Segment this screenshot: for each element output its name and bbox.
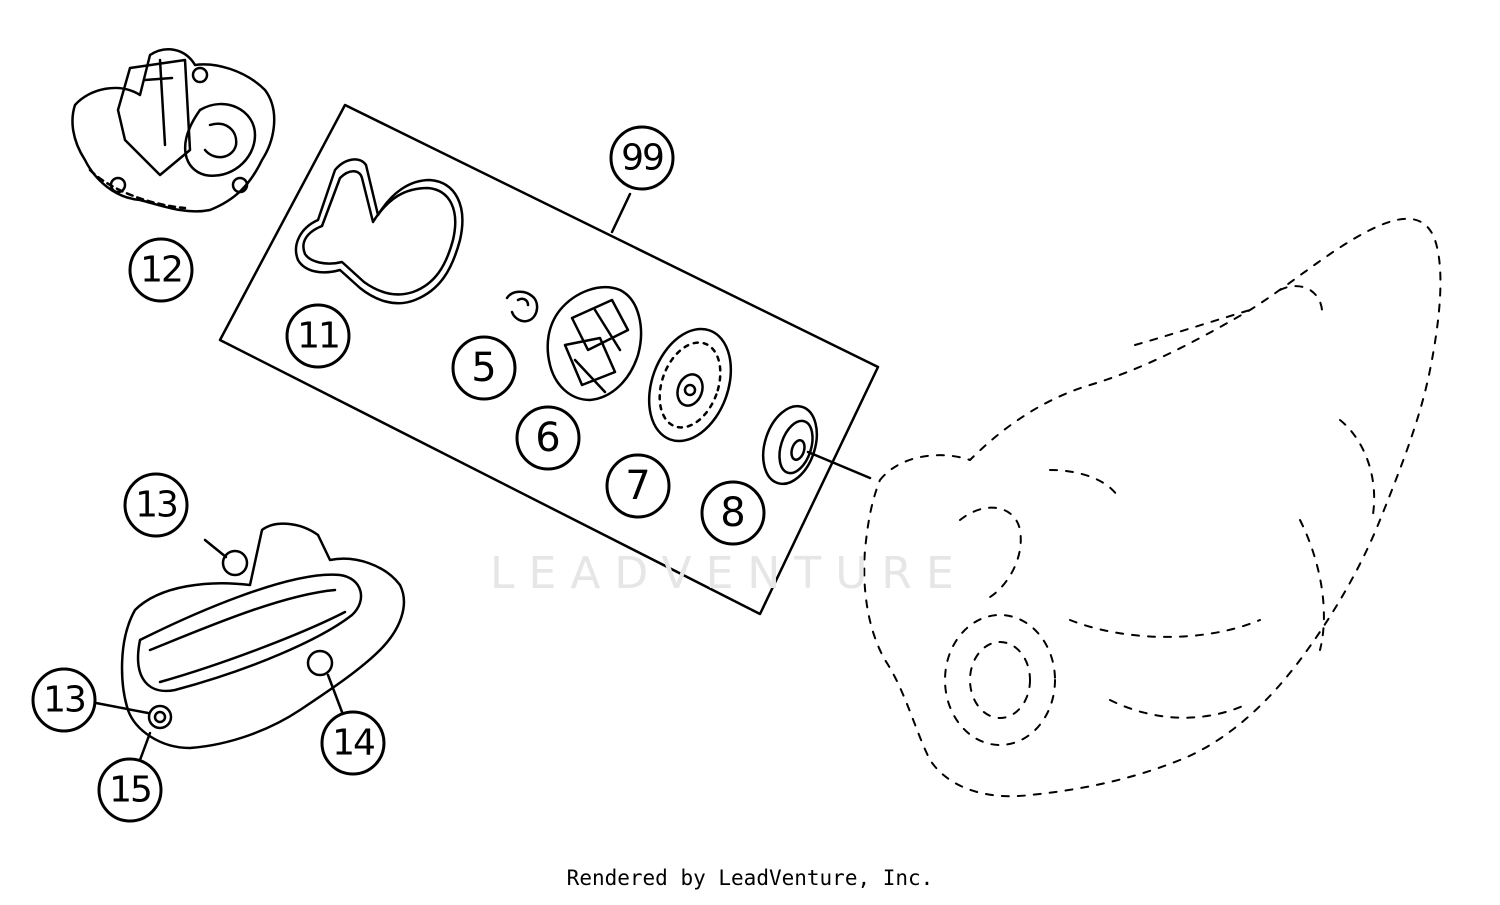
callout-12: 12 [140,250,182,291]
gasket-part-11 [294,158,464,305]
callout-11: 11 [297,316,339,357]
pump-cover-part-12 [71,48,276,213]
callout-13-top: 13 [135,485,177,526]
callout-8: 8 [720,490,745,536]
watermark: LEADVENTURE [490,548,968,599]
circlip-part-5 [505,290,539,323]
callout-7: 7 [625,463,650,509]
cover-assembly-part-13-14-15 [94,522,406,762]
callout-15: 15 [109,770,151,811]
callout-13-left: 13 [43,680,85,721]
callout-5: 5 [471,345,496,391]
engine-crankcase-outline [863,217,1442,798]
callout-99: 99 [621,138,663,179]
impeller-part-6 [546,285,643,402]
callout-6: 6 [535,415,560,461]
seal-disk-part-7 [647,327,733,443]
callout-14: 14 [332,723,374,764]
render-credit: Rendered by LeadVenture, Inc. [566,866,934,890]
seal-ring-part-8 [761,404,872,486]
repair-kit-frame-part-99 [218,103,880,616]
